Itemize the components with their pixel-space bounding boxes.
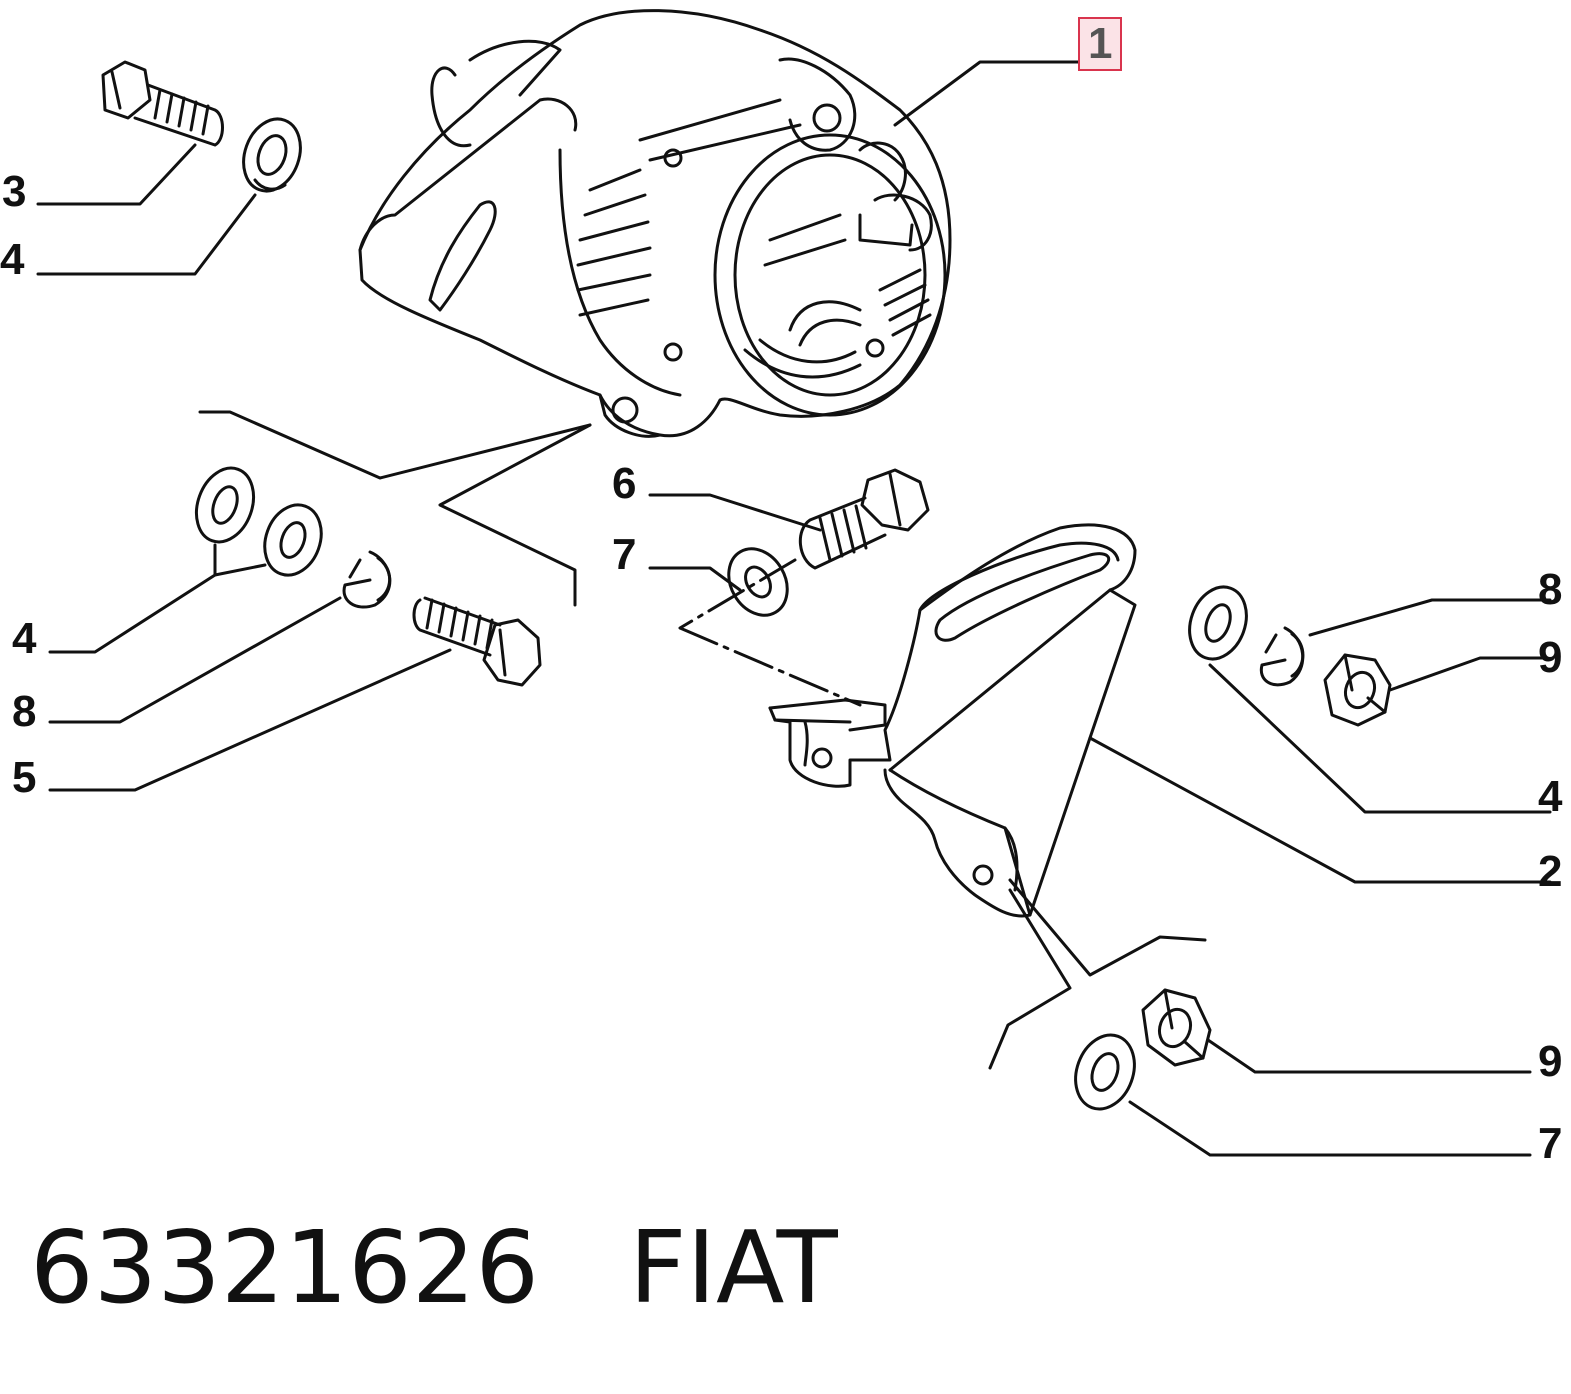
- leader-line-9-right: [1388, 656, 1547, 692]
- callout-4-right: 4: [1538, 772, 1563, 821]
- callout-4-left: 4: [12, 614, 37, 663]
- washer-part-4-right: [1188, 585, 1248, 661]
- leader-line-7-lower: [1128, 1100, 1532, 1157]
- leader-line-3: [36, 143, 197, 206]
- leader-line-8-left: [48, 596, 342, 724]
- alternator: [358, 9, 952, 438]
- washer-part-7-lower: [1074, 1033, 1136, 1111]
- leader-line-8-right: [1308, 598, 1552, 637]
- callout-7-middle: 7: [612, 530, 637, 579]
- callout-5: 5: [12, 753, 37, 802]
- leader-line-2: [1088, 736, 1552, 884]
- part-number: 63321626: [30, 1209, 539, 1326]
- leader-line-4-top: [36, 193, 257, 276]
- callout-8-left: 8: [12, 687, 37, 736]
- leader-line-1: [893, 60, 1082, 127]
- leader-line-9-lower: [1206, 1038, 1532, 1074]
- callout-9-lower: 9: [1538, 1037, 1563, 1086]
- lock-washer-part-8-left: [342, 550, 392, 609]
- bolt-part-5: [412, 596, 542, 687]
- callout-7-lower: 7: [1538, 1119, 1563, 1168]
- leader-line-4-left: [48, 563, 267, 654]
- nut-part-9-right: [1323, 653, 1392, 727]
- mount-reference-line-a: [198, 410, 592, 480]
- washers-part-4-left: [194, 466, 323, 577]
- callout-9-right: 9: [1538, 633, 1563, 682]
- washer-part-4-top: [242, 117, 302, 193]
- bolt-part-6: [798, 468, 930, 570]
- bracket-part-2: [768, 523, 1137, 918]
- callout-3: 3: [2, 167, 27, 216]
- leader-line-5: [48, 648, 452, 792]
- leader-line-6: [648, 493, 822, 532]
- mount-reference-line-d: [988, 888, 1072, 1070]
- mount-reference-line-c: [1008, 878, 1207, 977]
- nut-part-9-lower: [1141, 988, 1212, 1067]
- callout-6: 6: [612, 459, 637, 508]
- leader-line-4-right: [1208, 663, 1552, 814]
- callout-4-top: 4: [0, 235, 25, 284]
- leader-line-7-middle: [648, 566, 742, 592]
- callout-1[interactable]: 1: [1078, 17, 1123, 71]
- dash-dot-axis: [678, 558, 862, 707]
- mount-reference-line-b: [438, 423, 592, 607]
- callout-8-right: 8: [1538, 565, 1563, 614]
- brand-name: FIAT: [628, 1209, 838, 1326]
- lock-washer-part-8-right: [1259, 626, 1305, 687]
- callout-2: 2: [1538, 847, 1563, 896]
- bolt-part-3: [101, 60, 224, 147]
